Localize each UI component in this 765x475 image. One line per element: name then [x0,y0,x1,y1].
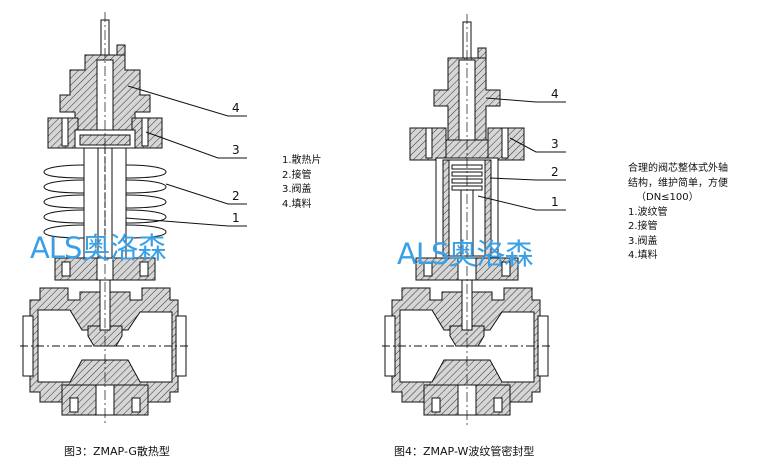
left-legend-item: 1.散热片 [282,155,322,166]
left-legend-item: 2.接管 [282,169,312,181]
left-legend-item: 3.阀盖 [282,184,312,195]
right-legend-item: 2.接管 [628,221,658,232]
right-valve-drawing [382,14,552,425]
right-legend-item: 3.阀盖 [628,235,658,247]
right-leader-lines [477,97,566,211]
left-figure-caption: 图3：ZMAP-G散热型 [64,445,170,458]
left-callout-4: 4 [232,101,240,115]
right-legend-item: 1.波纹管 [628,206,668,218]
left-legend: 1.散热片 2.接管 3.阀盖 4.填料 [282,154,322,212]
left-cooling-fins [43,164,167,239]
right-callout-2: 2 [551,165,559,179]
right-figure-caption: 图4：ZMAP-W波纹管密封型 [394,445,535,458]
brand-watermark: ALS奥洛森 [30,231,166,265]
right-legend-item: 4.填料 [628,250,658,261]
right-callout-3: 3 [551,137,559,151]
left-valve-drawing [20,12,190,425]
left-callout-2: 2 [232,189,240,203]
right-description-line: （DN≤100） [636,192,699,203]
left-callout-1: 1 [232,211,240,225]
right-description-line: 合理的阀芯整体式外轴 [628,163,728,174]
right-legend: 合理的阀芯整体式外轴 结构，维护简单，方便 （DN≤100） 1.波纹管 2.接… [628,162,728,264]
left-callout-3: 3 [232,143,240,157]
left-stem-clip [116,44,126,56]
left-legend-item: 4.填料 [282,198,312,210]
right-callout-1: 1 [551,195,559,209]
right-callout-4: 4 [551,87,559,101]
brand-watermark: ALS奥洛森 [397,237,533,271]
left-leader-lines [125,85,247,227]
right-description-line: 结构，维护简单，方便 [628,177,728,189]
